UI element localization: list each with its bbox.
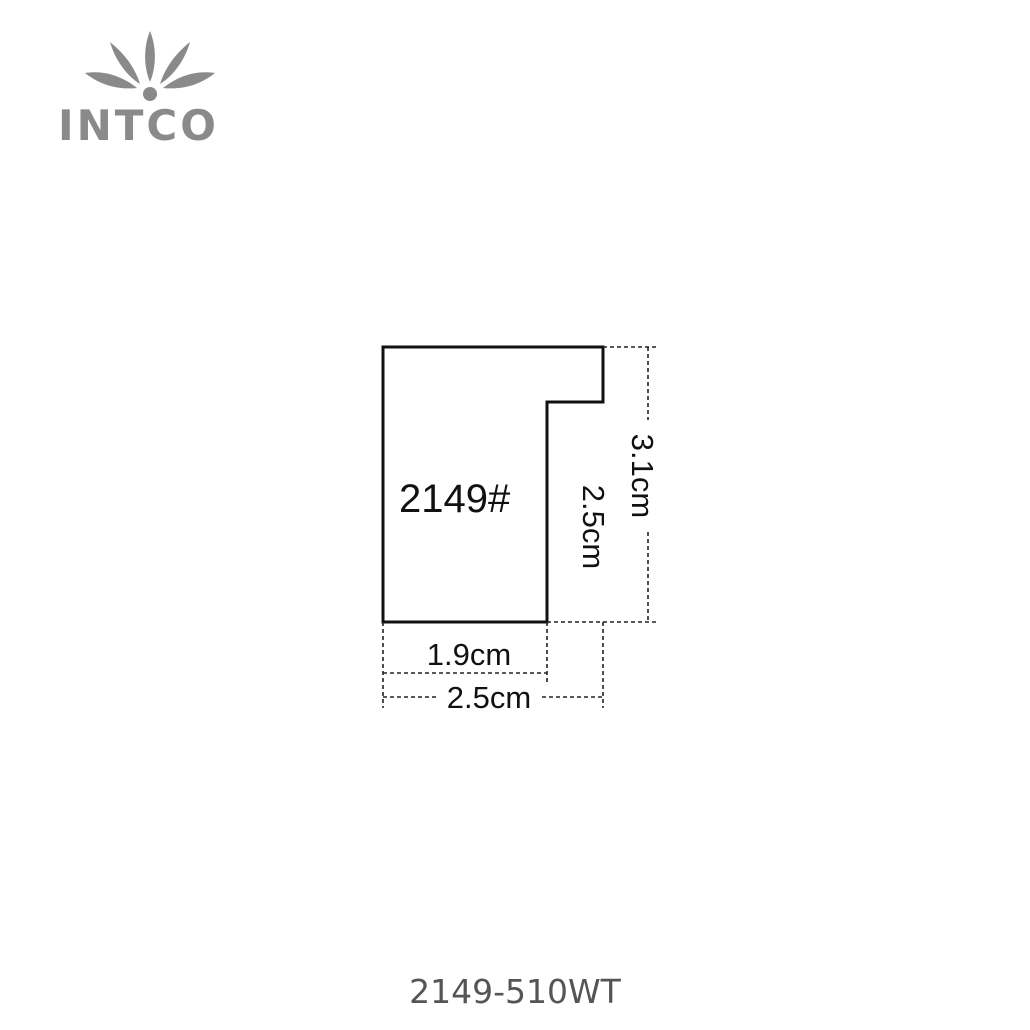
total-height-label: 3.1cm <box>625 434 660 518</box>
inner-width-dimension: 1.9cm <box>382 622 548 708</box>
profile-label: 2149# <box>399 477 511 521</box>
logo-wordmark: INTCO <box>58 101 219 150</box>
brand-logo: INTCO <box>58 31 219 150</box>
inner-height-label: 2.5cm <box>576 485 611 569</box>
total-width-dimension: 2.5cm <box>383 622 604 715</box>
sunburst-icon <box>85 31 215 101</box>
total-width-label: 2.5cm <box>447 680 531 715</box>
product-code-caption: 2149-510WT <box>409 972 622 1011</box>
total-height-dimension: 3.1cm <box>547 346 660 623</box>
inner-width-label: 1.9cm <box>427 637 511 672</box>
